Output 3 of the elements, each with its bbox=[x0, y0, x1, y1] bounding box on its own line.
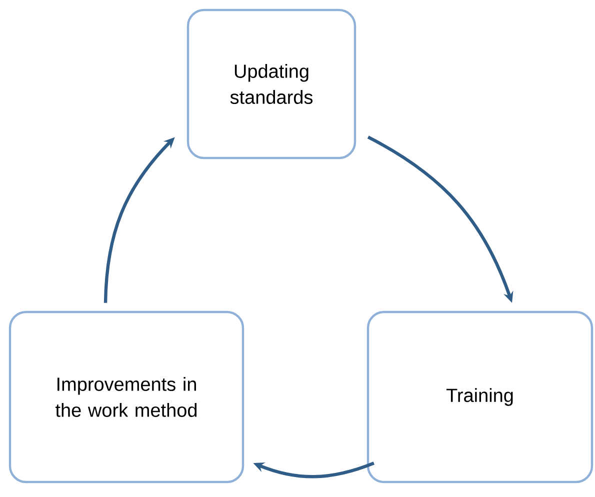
process-box: Improvements in the work method bbox=[8, 310, 244, 484]
process-box: Training bbox=[366, 310, 594, 484]
process-box: Updating standards bbox=[186, 8, 356, 160]
